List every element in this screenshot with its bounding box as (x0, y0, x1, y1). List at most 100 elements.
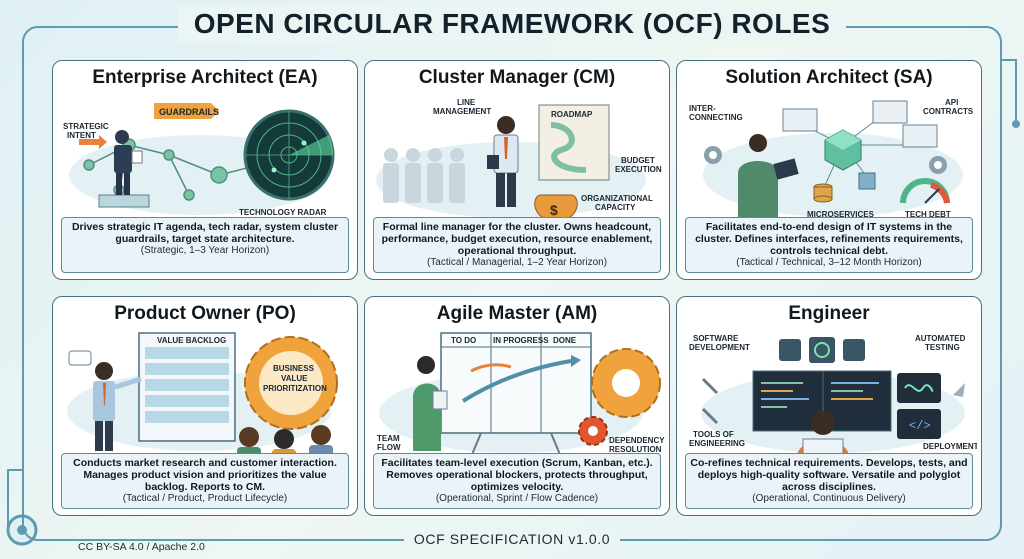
role-description: Drives strategic IT agenda, tech radar, … (71, 221, 339, 245)
database-icon (813, 183, 833, 203)
svg-text:$: $ (550, 202, 558, 218)
code-brackets-icon (897, 409, 941, 439)
guardrails-banner-icon (154, 103, 219, 119)
label-organizational-capacity: ORGANIZATIONAL (581, 194, 653, 203)
label-deployment: DEPLOYMENT (923, 442, 977, 451)
label-business-value: BUSINESS (273, 364, 315, 373)
label-strategic-intent-2: INTENT (67, 131, 96, 140)
role-title: Agile Master (AM) (436, 303, 598, 324)
product-owner-person-icon (93, 362, 142, 451)
role-card-cluster-manager: Cluster Manager (CM) ROADMAP LINE MANAGE… (364, 60, 670, 280)
gear-icon (843, 339, 865, 361)
chat-bubble-icon (68, 350, 92, 366)
role-description: Conducts market research and customer in… (73, 457, 337, 493)
label-strategic-intent: STRATEGIC (63, 122, 109, 131)
value-backlog-board-icon (138, 332, 236, 442)
team-silhouettes-icon (383, 148, 465, 203)
label-team-flow: TEAM (377, 434, 400, 443)
label-line-management: LINE (457, 98, 476, 107)
role-description: Facilitates team-level execution (Scrum,… (381, 457, 653, 493)
label-line-management-2: MANAGEMENT (433, 107, 491, 116)
label-dependency-resolution-2: RESOLUTION (609, 445, 662, 454)
wrench-icon (701, 377, 719, 425)
laptop-icon (802, 438, 844, 457)
role-description-box: Co-refines technical requirements. Devel… (685, 453, 973, 509)
label-budget-execution-2: EXECUTION (615, 165, 662, 174)
label-roadmap: ROADMAP (551, 110, 593, 119)
label-software-development-2: DEVELOPMENT (689, 343, 750, 352)
role-card-solution-architect: Solution Architect (SA) (676, 60, 982, 280)
role-card-enterprise-architect: Enterprise Architect (EA) STRATEGIC INTE… (52, 60, 358, 280)
flow-arrow-icon (470, 363, 512, 373)
label-dependency-resolution: DEPENDENCY (609, 436, 665, 445)
role-description-box: Facilitates end-to-end design of IT syst… (685, 217, 973, 273)
role-description-box: Facilitates team-level execution (Scrum,… (373, 453, 661, 509)
label-team-flow-2: FLOW (377, 443, 401, 452)
label-organizational-capacity-2: CAPACITY (595, 203, 636, 212)
role-horizon: (Strategic, 1–3 Year Horizon) (140, 245, 270, 256)
window-icon (782, 108, 818, 132)
role-title: Solution Architect (SA) (725, 67, 933, 88)
label-automated-testing: AUTOMATED (915, 334, 966, 343)
pipeline-icons (779, 337, 865, 363)
role-description-box: Formal line manager for the cluster. Own… (373, 217, 661, 273)
gear-icon (591, 348, 661, 418)
business-value-gear-icon (244, 336, 338, 430)
label-tools-of-engineering: TOOLS OF (693, 430, 734, 439)
label-business-value-3: PRIORITIZATION (263, 384, 327, 393)
label-software-development: SOFTWARE (693, 334, 739, 343)
roadmap-scroll-icon (538, 104, 610, 181)
agile-master-person-icon (413, 356, 448, 451)
role-card-agile-master: Agile Master (AM) TO DO IN PROGRESS DONE (364, 296, 670, 516)
tech-debt-gauge-icon (900, 178, 950, 204)
label-done: DONE (553, 336, 577, 345)
role-title: Engineer (788, 303, 870, 324)
automated-testing-icon (897, 373, 941, 403)
label-guardrails: GUARDRAILS (159, 107, 219, 117)
role-horizon: (Operational, Continuous Delivery) (752, 493, 906, 504)
label-api-contracts-2: CONTRACTS (923, 107, 974, 116)
label-automated-testing-2: TESTING (925, 343, 960, 352)
role-title: Enterprise Architect (EA) (92, 67, 318, 88)
role-description-box: Drives strategic IT agenda, tech radar, … (61, 217, 349, 273)
label-technology-radar: TECHNOLOGY RADAR (239, 208, 327, 217)
solution-architect-illustration: INTER- CONNECTING API CONTRACTS MICROSER… (689, 98, 974, 221)
label-interconnecting: INTER- (689, 104, 716, 113)
page-title: OPEN CIRCULAR FRAMEWORK (OCF) ROLES (177, 6, 847, 42)
license-text: CC BY-SA 4.0 / Apache 2.0 (78, 541, 205, 553)
window-icon (902, 124, 938, 148)
label-value-backlog: VALUE BACKLOG (157, 336, 226, 345)
technology-radar-icon (243, 109, 335, 201)
check-icon (809, 337, 835, 363)
label-to-do: TO DO (451, 336, 476, 345)
role-title: Product Owner (PO) (114, 303, 296, 324)
role-horizon: (Operational, Sprint / Flow Cadence) (435, 493, 599, 504)
cube-icon (824, 129, 862, 171)
role-description: Co-refines technical requirements. Devel… (690, 457, 968, 493)
rocket-icon (953, 383, 965, 397)
agile-master-illustration: TO DO IN PROGRESS DONE TEAM FLOW DEPENDE… (377, 332, 665, 457)
product-owner-illustration: VALUE BACKLOG BUSINESS VALUE PRIORITIZAT… (67, 332, 338, 457)
architect-person-icon (114, 130, 143, 195)
cluster-manager-illustration: ROADMAP LINE MANAGEMENT BUDGET EXECUTION… (376, 98, 662, 221)
role-description: Formal line manager for the cluster. Own… (381, 221, 653, 257)
svg-text:</>: </> (909, 419, 931, 433)
role-description: Facilitates end-to-end design of IT syst… (695, 221, 963, 257)
service-box-icon (858, 172, 876, 190)
role-description-box: Conducts market research and customer in… (61, 453, 349, 509)
label-interconnecting-2: CONNECTING (689, 113, 743, 122)
enterprise-architect-illustration: STRATEGIC INTENT GUARDRAILS TECHNOLOGY R… (63, 103, 335, 217)
role-card-product-owner: Product Owner (PO) VALUE BACKLOG BUSINES… (52, 296, 358, 516)
label-api-contracts: API (945, 98, 958, 107)
label-tools-of-engineering-2: ENGINEERING (689, 439, 745, 448)
role-title: Cluster Manager (CM) (418, 67, 616, 88)
flow-arrow-icon (461, 359, 572, 403)
role-horizon: (Tactical / Technical, 3–12 Month Horizo… (736, 257, 922, 268)
label-budget-execution: BUDGET (621, 156, 655, 165)
pedestal-icon (98, 194, 150, 208)
role-horizon: (Tactical / Product, Product Lifecycle) (122, 493, 288, 504)
role-card-engineer: Engineer </> SOFTWARE DEVELO (676, 296, 982, 516)
label-microservices: MICROSERVICES (807, 210, 875, 219)
label-in-progress: IN PROGRESS (493, 336, 549, 345)
dependency-gear-icon (578, 416, 608, 446)
